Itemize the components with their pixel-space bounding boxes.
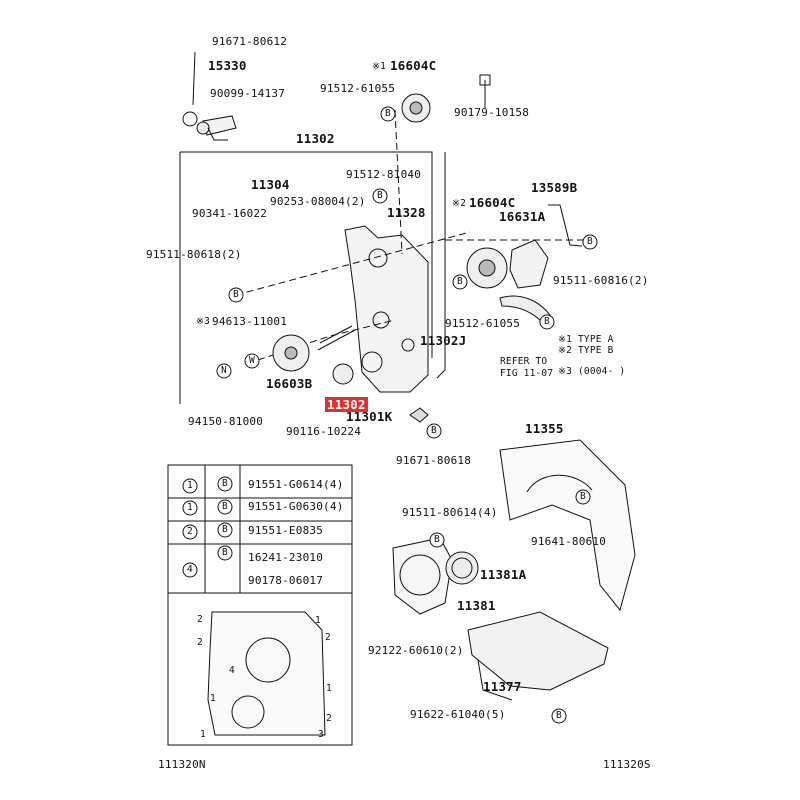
part-92122-60610: 92122-60610(2) xyxy=(368,644,464,657)
table-row-2-no: 1 xyxy=(187,502,193,513)
inset-cover-outline xyxy=(207,611,326,736)
oil-seal xyxy=(445,551,479,585)
inset-mark: 2 xyxy=(325,632,331,643)
part-91511-80618: 91511-80618(2) xyxy=(146,248,242,261)
table-row-3-part: 91551-E0835 xyxy=(248,524,324,537)
table-row-4-no: 4 xyxy=(187,564,193,575)
part-94150-81000: 94150-81000 xyxy=(188,415,264,428)
marker-b-1: B xyxy=(385,108,391,119)
table-row-2-code: B xyxy=(222,501,228,512)
table-row-3-no: 2 xyxy=(187,526,193,537)
part-11381: 11381 xyxy=(457,598,496,613)
table-row-1-code: B xyxy=(222,478,228,489)
part-13589b: 13589B xyxy=(531,180,578,195)
inset-box xyxy=(167,464,353,746)
part-91511-60816: 91511-60816(2) xyxy=(553,274,649,287)
note-refer: REFER TO xyxy=(500,356,548,367)
marker-w: W xyxy=(249,355,255,366)
footer-right-code: 111320S xyxy=(603,758,651,771)
inset-mark: 2 xyxy=(197,637,203,648)
table-row-4-part: 16241-23010 xyxy=(248,551,324,564)
marker-b-7: B xyxy=(431,425,437,436)
part-90116-10224: 90116-10224 xyxy=(286,425,362,438)
part-16604c-2: 16604C xyxy=(469,195,516,210)
note-fig: FIG 11-07 xyxy=(500,368,554,379)
inset-mark: 1 xyxy=(210,693,216,704)
part-11302j: 11302J xyxy=(420,333,467,348)
part-91641-80610: 91641-80610 xyxy=(531,535,607,548)
note-mark-2: ※2 xyxy=(452,198,467,209)
note-type-b: ※2 TYPE B xyxy=(558,345,614,356)
part-15330: 15330 xyxy=(208,58,247,73)
part-91671-80612: 91671-80612 xyxy=(212,35,288,48)
part-11381a: 11381A xyxy=(480,567,527,582)
table-row-3b-code: B xyxy=(222,547,228,558)
marker-b-3: B xyxy=(233,289,239,300)
table-row-5-part: 90178-06017 xyxy=(248,574,324,587)
inset-mark: 1 xyxy=(326,683,332,694)
table-row-1-no: 1 xyxy=(187,480,193,491)
marker-b-8: B xyxy=(580,491,586,502)
inset-mark: 3 xyxy=(318,729,324,740)
part-90099-14137: 90099-14137 xyxy=(210,87,286,100)
part-11302-highlighted[interactable]: 11302 xyxy=(325,397,368,412)
marker-n: N xyxy=(221,365,227,376)
part-11301k: 11301K xyxy=(346,409,393,424)
part-16603b: 16603B xyxy=(266,376,313,391)
note-mark-3b: ※3 xyxy=(196,316,211,327)
part-91511-80614: 91511-80614(4) xyxy=(402,506,498,519)
marker-b-9: B xyxy=(434,534,440,545)
part-11302-top: 11302 xyxy=(296,131,335,146)
part-94613-11001: 94613-11001 xyxy=(212,315,288,328)
part-91512-61055-top: 91512-61055 xyxy=(320,82,396,95)
inset-mark: 4 xyxy=(229,665,235,676)
part-11328: 11328 xyxy=(387,205,426,220)
note-mark-1: ※1 xyxy=(372,61,387,72)
part-91622-61040: 91622-61040(5) xyxy=(410,708,506,721)
inset-mark: 1 xyxy=(200,729,206,740)
marker-b-6: B xyxy=(544,316,550,327)
part-91512-81040: 91512-81040 xyxy=(346,168,422,181)
table-row-2-part: 91551-G0630(4) xyxy=(248,500,344,513)
marker-b xyxy=(182,111,198,127)
part-90253-08004: 90253-08004(2) xyxy=(270,195,366,208)
table-row-3-code: B xyxy=(222,524,228,535)
tensioner-bracket xyxy=(509,239,549,289)
footer-left-code: 111320N xyxy=(158,758,206,771)
cover-plate xyxy=(499,439,636,612)
inset-mark: 2 xyxy=(326,713,332,724)
part-91671-80618: 91671-80618 xyxy=(396,454,472,467)
part-11304: 11304 xyxy=(251,177,290,192)
marker-b-4: B xyxy=(587,236,593,247)
part-16631a: 16631A xyxy=(499,209,546,224)
marker-b-10: B xyxy=(556,710,562,721)
part-11355: 11355 xyxy=(525,421,564,436)
inset-mark: 2 xyxy=(197,614,203,625)
note-type-a: ※1 TYPE A xyxy=(558,334,614,345)
part-16604c-1: 16604C xyxy=(390,58,437,73)
table-row-1-part: 91551-G0614(4) xyxy=(248,478,344,491)
note-mark-3: ※3 (0004- ) xyxy=(558,366,626,377)
marker-b-2: B xyxy=(377,190,383,201)
inset-mark: 1 xyxy=(315,615,321,626)
part-11377: 11377 xyxy=(483,679,522,694)
marker-b-5: B xyxy=(457,276,463,287)
part-90341-16022: 90341-16022 xyxy=(192,207,268,220)
part-90179-10158: 90179-10158 xyxy=(454,106,530,119)
part-91512-61055-mid: 91512-61055 xyxy=(445,317,521,330)
